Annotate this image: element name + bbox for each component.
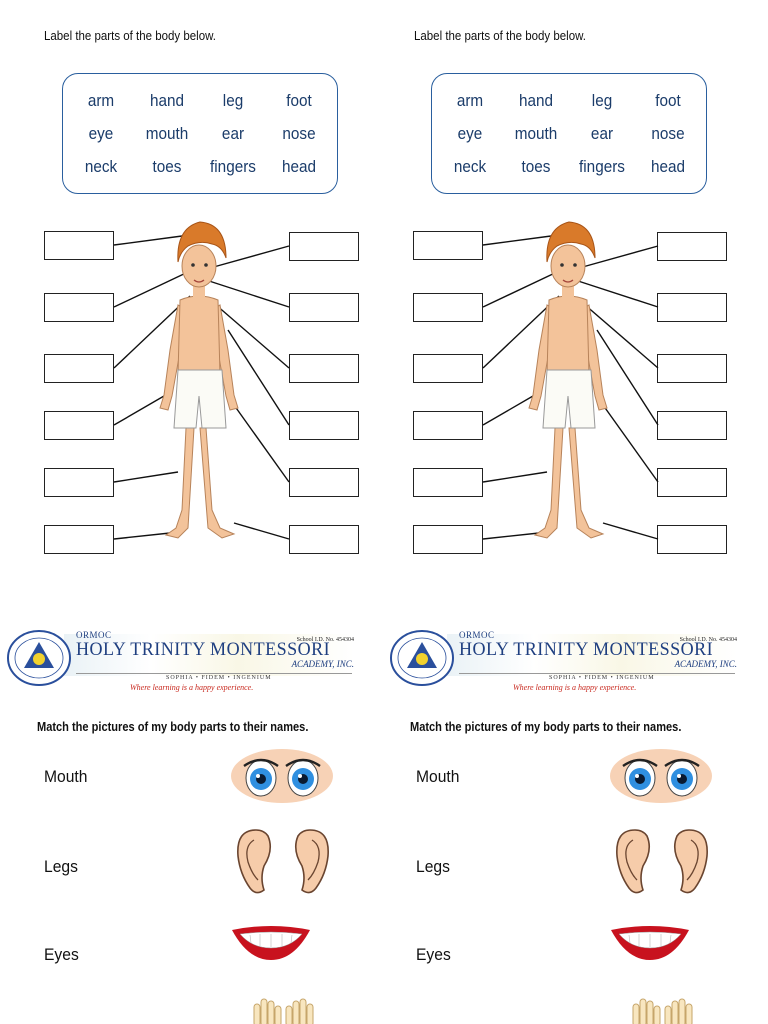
label-answer-box[interactable] bbox=[289, 411, 359, 440]
mouth-picture[interactable] bbox=[230, 924, 312, 964]
school-name: HOLY TRINITY MONTESSORI bbox=[76, 639, 331, 660]
label-answer-box[interactable] bbox=[44, 468, 114, 497]
school-id: School I.D. No. 454304 bbox=[296, 637, 354, 643]
word-bank-item: eye bbox=[457, 124, 483, 143]
match-instruction: Match the pictures of my body parts to t… bbox=[410, 719, 682, 734]
label-answer-box[interactable] bbox=[413, 525, 483, 554]
label-answer-box[interactable] bbox=[413, 293, 483, 322]
word-bank-item: fingers bbox=[579, 157, 625, 176]
label-answer-box[interactable] bbox=[413, 354, 483, 383]
worksheet-copy-right: Label the parts of the body below. arm h… bbox=[384, 0, 768, 1024]
word-bank-item: nose bbox=[282, 124, 316, 143]
ears-picture[interactable] bbox=[230, 826, 336, 896]
word-bank-item: foot bbox=[655, 91, 681, 110]
label-answer-box[interactable] bbox=[44, 411, 114, 440]
match-word: Legs bbox=[44, 857, 78, 876]
label-answer-box[interactable] bbox=[44, 231, 114, 260]
school-motto: SOPHIA • FIDEM • INGENIUM bbox=[549, 675, 655, 681]
eyes-picture[interactable] bbox=[230, 748, 334, 804]
label-answer-box[interactable] bbox=[289, 354, 359, 383]
label-answer-box[interactable] bbox=[413, 468, 483, 497]
match-word: Eyes bbox=[416, 945, 451, 964]
school-id: School I.D. No. 454304 bbox=[679, 637, 737, 643]
word-bank-item: arm bbox=[456, 91, 484, 110]
label-answer-box[interactable] bbox=[289, 525, 359, 554]
word-bank-item: neck bbox=[84, 157, 118, 176]
label-answer-box[interactable] bbox=[289, 232, 359, 261]
word-bank-item: eye bbox=[88, 124, 114, 143]
word-bank-item: leg bbox=[591, 91, 613, 110]
match-word: Legs bbox=[416, 857, 450, 876]
school-logo-header: ORMOC HOLY TRINITY MONTESSORI School I.D… bbox=[389, 626, 739, 696]
label-instruction: Label the parts of the body below. bbox=[44, 29, 216, 43]
school-logo-header: ORMOC HOLY TRINITY MONTESSORI School I.D… bbox=[6, 626, 356, 696]
school-name: HOLY TRINITY MONTESSORI bbox=[459, 639, 714, 660]
boy-figure-illustration bbox=[113, 221, 290, 540]
boy-body bbox=[528, 221, 608, 539]
word-bank-item: toes bbox=[521, 157, 551, 176]
word-bank: arm hand leg foot eye mouth ear nose nec… bbox=[431, 73, 707, 194]
school-city: ORMOC bbox=[76, 630, 112, 640]
word-bank-item: toes bbox=[152, 157, 182, 176]
mouth-picture[interactable] bbox=[609, 924, 691, 964]
word-bank: arm hand leg foot eye mouth ear nose nec… bbox=[62, 73, 338, 194]
school-tagline: Where learning is a happy experience. bbox=[513, 683, 637, 692]
label-answer-box[interactable] bbox=[657, 293, 727, 322]
label-answer-box[interactable] bbox=[44, 293, 114, 322]
label-answer-box[interactable] bbox=[44, 354, 114, 383]
word-bank-item: leg bbox=[222, 91, 244, 110]
label-instruction: Label the parts of the body below. bbox=[414, 29, 586, 43]
label-answer-box[interactable] bbox=[657, 525, 727, 554]
word-bank-item: mouth bbox=[145, 124, 189, 143]
boy-figure-illustration bbox=[482, 221, 659, 540]
label-answer-box[interactable] bbox=[413, 411, 483, 440]
boy-body bbox=[159, 221, 239, 539]
word-bank-item: hand bbox=[518, 91, 554, 110]
word-bank-item: ear bbox=[590, 124, 614, 143]
hands-picture[interactable] bbox=[609, 996, 709, 1024]
match-word: Mouth bbox=[416, 767, 460, 786]
word-bank-item: head bbox=[650, 157, 686, 176]
label-answer-box[interactable] bbox=[44, 525, 114, 554]
match-instruction: Match the pictures of my body parts to t… bbox=[37, 719, 309, 734]
word-bank-item: ear bbox=[221, 124, 245, 143]
eyes-picture[interactable] bbox=[609, 748, 713, 804]
word-bank-item: arm bbox=[87, 91, 115, 110]
label-answer-box[interactable] bbox=[413, 231, 483, 260]
worksheet-copy-left: Label the parts of the body below. arm h… bbox=[6, 29, 359, 1024]
label-answer-box[interactable] bbox=[657, 468, 727, 497]
hands-picture[interactable] bbox=[230, 996, 330, 1024]
label-answer-box[interactable] bbox=[657, 411, 727, 440]
word-bank-item: nose bbox=[651, 124, 685, 143]
school-seal-icon bbox=[390, 630, 454, 686]
label-answer-box[interactable] bbox=[289, 468, 359, 497]
match-word: Eyes bbox=[44, 945, 79, 964]
label-answer-box[interactable] bbox=[657, 354, 727, 383]
school-tagline: Where learning is a happy experience. bbox=[130, 683, 254, 692]
word-bank-item: head bbox=[281, 157, 317, 176]
school-seal-icon bbox=[7, 630, 71, 686]
word-bank-item: foot bbox=[286, 91, 312, 110]
match-word: Mouth bbox=[44, 767, 88, 786]
word-bank-item: fingers bbox=[210, 157, 256, 176]
label-answer-box[interactable] bbox=[289, 293, 359, 322]
label-answer-box[interactable] bbox=[657, 232, 727, 261]
word-bank-item: mouth bbox=[514, 124, 558, 143]
school-academy: ACADEMY, INC. bbox=[291, 659, 354, 669]
ears-picture[interactable] bbox=[609, 826, 715, 896]
leader-lines bbox=[482, 235, 659, 540]
word-bank-item: neck bbox=[453, 157, 487, 176]
word-bank-item: hand bbox=[149, 91, 185, 110]
school-academy: ACADEMY, INC. bbox=[674, 659, 737, 669]
school-city: ORMOC bbox=[459, 630, 495, 640]
school-motto: SOPHIA • FIDEM • INGENIUM bbox=[166, 675, 272, 681]
leader-lines bbox=[113, 235, 290, 540]
